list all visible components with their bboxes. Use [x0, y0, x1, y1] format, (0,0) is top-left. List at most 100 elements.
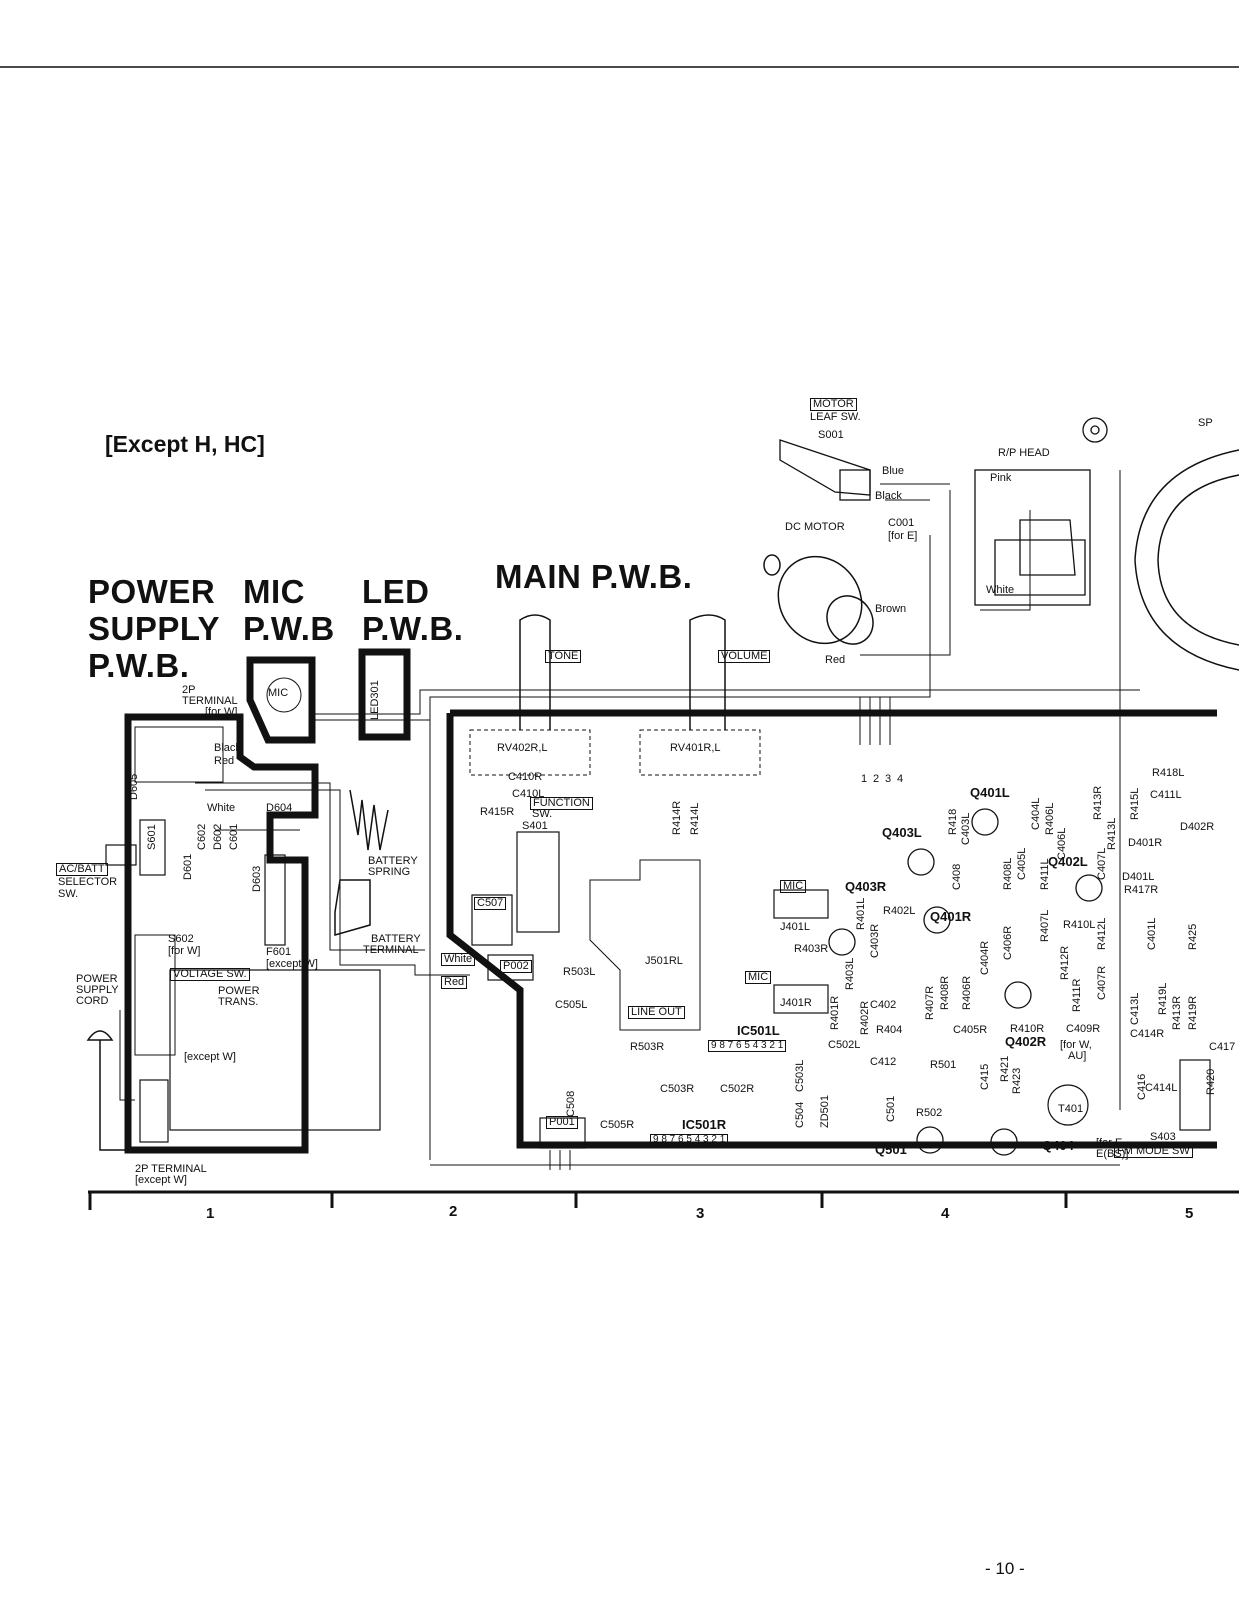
r421-label: R421	[999, 1055, 1011, 1082]
c502r-label: C502R	[720, 1083, 755, 1095]
r403r-label: R403R	[794, 943, 829, 955]
r408r-label: R408R	[939, 975, 951, 1010]
c412-label: C412	[870, 1056, 897, 1068]
2p-terminal-bottom: 2P TERMINAL	[135, 1163, 207, 1175]
r418l-label: R418L	[1152, 767, 1185, 779]
r410l-label: R410L	[1063, 919, 1096, 931]
dc-motor	[763, 554, 874, 645]
r503r-label: R503R	[630, 1041, 665, 1053]
mic1-label: MIC	[780, 880, 807, 893]
conn-pin-4: 4	[897, 773, 904, 785]
conn-pin-1: 1	[861, 773, 868, 785]
q402r-label: Q402R	[1005, 1034, 1047, 1049]
c410r-label: C410R	[508, 771, 543, 783]
s602-label: S602	[168, 933, 194, 945]
trans-except-w: [except W]	[184, 1051, 236, 1063]
red-label: Red	[214, 755, 235, 767]
blue-wire: Blue	[882, 465, 905, 477]
battery-spring-label-2: SPRING	[368, 866, 411, 878]
ic501r-label: IC501R	[682, 1117, 727, 1132]
white-label: White	[207, 802, 236, 814]
power-supply-board-outline	[105, 713, 381, 1154]
d603-label: D603	[251, 865, 263, 892]
terminal-2p: 2P	[182, 684, 196, 696]
r401l-label: R401L	[855, 897, 867, 930]
r402l-label: R402L	[883, 905, 916, 917]
r401r-label: R401R	[829, 995, 841, 1030]
speaker	[1134, 449, 1239, 671]
fm-mode-sw-label: FM MODE SW	[1114, 1145, 1193, 1158]
for-w-au-1: [for W,	[1060, 1039, 1092, 1051]
ic501l-label: IC501L	[737, 1023, 780, 1038]
r404-label: R404	[876, 1024, 903, 1036]
c403l-label: C403L	[960, 812, 972, 845]
c404l-label: C404L	[1030, 797, 1042, 830]
battery-spring	[349, 789, 389, 851]
mic-title-2: P.W.B	[243, 610, 335, 647]
grid-col-4: 4	[941, 1205, 950, 1222]
power-trans-label-1: POWER	[218, 985, 260, 997]
r417r-label: R417R	[1124, 884, 1159, 896]
c407l-label: C407L	[1096, 847, 1108, 880]
t401-label: T401	[1058, 1103, 1084, 1115]
for-e-ebs-2: E(BS)]	[1096, 1148, 1129, 1160]
rp-head	[974, 417, 1108, 606]
f601-except-w: [except W]	[266, 958, 318, 970]
power-supply-title-1: POWER	[88, 573, 216, 610]
r411l-label: R411L	[1039, 858, 1051, 890]
c414l-label: C414L	[1145, 1082, 1178, 1094]
grid-bar	[88, 1190, 1239, 1210]
q501-label: Q501	[875, 1142, 907, 1157]
sw-label: SW.	[58, 888, 79, 900]
d601-label: D601	[182, 853, 194, 880]
c501-label: C501	[885, 1095, 897, 1122]
power-trans-label-2: TRANS.	[218, 996, 259, 1008]
j401r-label: J401R	[780, 997, 812, 1009]
tone-label: TONE	[545, 650, 582, 663]
p001-label: P001	[546, 1116, 578, 1129]
grid-col-3: 3	[696, 1205, 705, 1222]
psc-label-1: POWER	[76, 973, 118, 985]
c401l-label: C401L	[1146, 917, 1158, 950]
function-sw-label-1: FUNCTION	[530, 797, 593, 810]
rv402-label: RV402R,L	[497, 742, 548, 754]
r411r-label: R411R	[1071, 978, 1083, 1012]
c504-label: C504	[794, 1101, 806, 1128]
s602-for-w: [for W]	[168, 945, 201, 957]
motor-red-wire: Red	[825, 654, 846, 666]
c503l-label: C503L	[794, 1059, 806, 1092]
f601-label: F601	[266, 946, 292, 958]
page-number: - 10 -	[985, 1559, 1025, 1578]
c406l-label: C406L	[1056, 827, 1068, 860]
j501rl-label: J501RL	[645, 955, 683, 967]
zd501-label: ZD501	[819, 1094, 831, 1128]
c406r-label: C406R	[1002, 925, 1014, 960]
for-e-ebs-1: [for E,	[1096, 1137, 1126, 1149]
terminal-for-w: [for W]	[205, 706, 238, 718]
s403-label: S403	[1150, 1131, 1176, 1143]
r406l-label: R406L	[1044, 802, 1056, 835]
q404-label: Q404	[1042, 1138, 1074, 1153]
main-title: MAIN P.W.B.	[495, 558, 693, 595]
c417-label: C417	[1209, 1041, 1236, 1053]
battery-spring-label-1: BATTERY	[368, 855, 418, 867]
terminal-word: TERMINAL	[182, 695, 238, 707]
r407l-label: R407L	[1039, 909, 1051, 942]
psc-label-2: SUPPLY	[76, 984, 119, 996]
c505r-label: C505R	[600, 1119, 635, 1131]
black-label: Black	[214, 742, 241, 754]
pot-leads	[519, 614, 726, 730]
main-white-label: White	[441, 953, 476, 966]
for-w-au-2: AU]	[1068, 1050, 1087, 1062]
r408l-label: R408L	[1002, 857, 1014, 890]
grid-col-5: 5	[1185, 1205, 1194, 1222]
r414l-label: R414L	[689, 802, 701, 835]
ac-batt-label: AC/BATT	[56, 863, 108, 876]
r413l-label: R413L	[1106, 817, 1118, 850]
d602-label: D602	[212, 823, 224, 850]
r412r-label: R412R	[1059, 945, 1071, 980]
line-out-label: LINE OUT	[628, 1006, 685, 1019]
c001-for-e: [for E]	[888, 530, 918, 542]
r420-label: R420	[1205, 1068, 1217, 1095]
c602-label: C602	[196, 823, 208, 850]
